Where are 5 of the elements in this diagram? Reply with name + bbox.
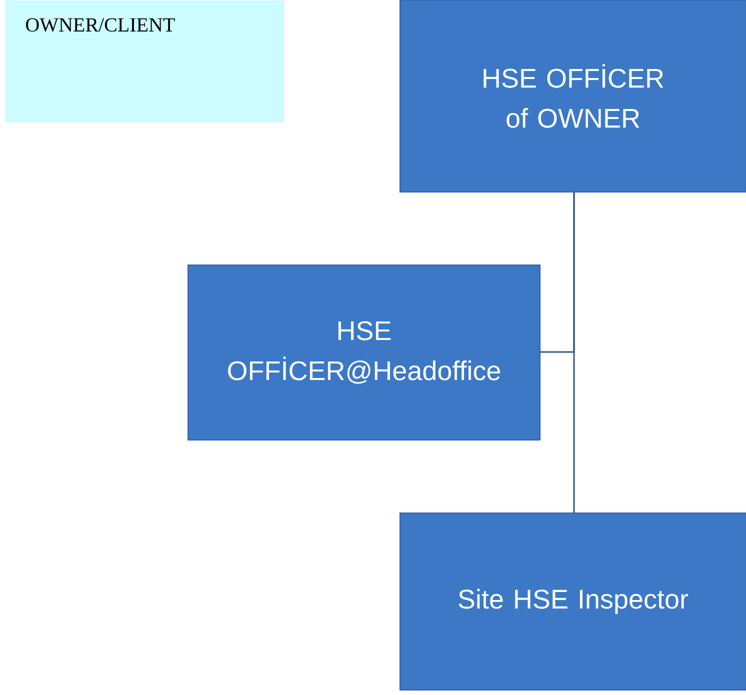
label-box: OWNER/CLIENT — [5, 0, 284, 122]
connector-line — [540, 192, 575, 353]
role-box: Site HSE Inspector — [400, 512, 746, 690]
role-box: HSE OFFİCER@Headoffice — [188, 264, 540, 440]
role-box: HSE OFFİCER of OWNER — [400, 0, 746, 192]
